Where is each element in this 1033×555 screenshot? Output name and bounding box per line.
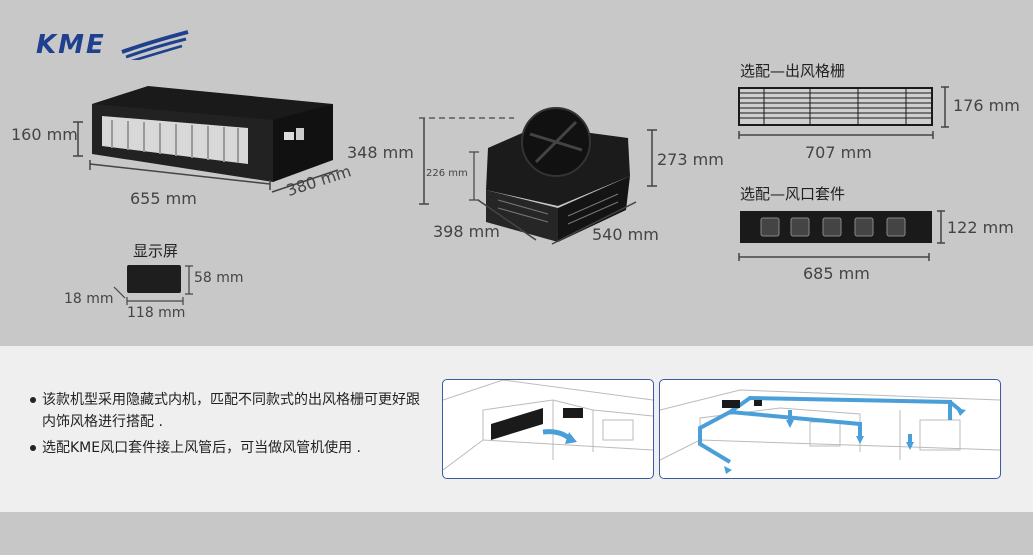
note-item: 该款机型采用隐藏式内机，匹配不同款式的出风格栅可更好跟内饰风格进行搭配 . (30, 389, 428, 433)
indoor-length-line (89, 160, 271, 190)
grille-width-dim: 707 mm (805, 143, 872, 162)
footer-band (0, 512, 1033, 555)
outdoor-inner-height-line (469, 151, 479, 201)
outdoor-height-dim: 348 mm (347, 143, 414, 162)
display-screen-image (127, 265, 181, 293)
bullet-dot (30, 445, 36, 451)
indoor-length-dim: 655 mm (130, 189, 197, 208)
outdoor-height-line (419, 117, 514, 205)
vent-kit-height-dim: 122 mm (947, 218, 1014, 237)
vent-kit-width-dim: 685 mm (803, 264, 870, 283)
bullet-dot (30, 397, 36, 403)
kme-logo: KME (36, 30, 189, 60)
grille-width-line (738, 131, 934, 139)
vent-kit-image (740, 211, 932, 243)
indoor-unit-image (92, 86, 333, 182)
logo-text: KME (36, 30, 106, 60)
install-illustration-cabin (442, 379, 654, 479)
display-width-dim: 118 mm (127, 305, 186, 321)
cabin-interior-drawing (443, 380, 653, 471)
indoor-depth-line (271, 169, 339, 193)
outdoor-unit-image (486, 107, 630, 242)
vent-kit-width-line (738, 253, 930, 261)
note-item: 选配KME风口套件接上风管后，可当做风管机使用 . (30, 437, 428, 459)
notes-list: 该款机型采用隐藏式内机，匹配不同款式的出风格栅可更好跟内饰风格进行搭配 . 选配… (30, 389, 428, 459)
outdoor-length-dim: 540 mm (592, 225, 659, 244)
display-height-dim: 58 mm (194, 270, 244, 286)
vent-kit-title: 选配—风口套件 (740, 185, 846, 203)
display-title: 显示屏 (133, 242, 179, 260)
outdoor-inner-height-dim: 226 mm (426, 168, 468, 179)
display-height-line (185, 265, 193, 295)
install-illustration-duct (659, 379, 1001, 479)
indoor-height-line (73, 121, 83, 157)
display-depth-dim: 18 mm (64, 291, 114, 307)
outdoor-side-height-dim: 273 mm (657, 150, 724, 169)
logo-wave-icon (121, 30, 189, 60)
vent-kit-height-line (937, 210, 945, 244)
display-width-line (126, 297, 184, 305)
grille-height-line (941, 86, 949, 128)
outdoor-length-line (551, 201, 637, 245)
note-text: 该款机型采用隐藏式内机，匹配不同款式的出风格栅可更好跟内饰风格进行搭配 . (42, 392, 420, 430)
note-text: 选配KME风口套件接上风管后，可当做风管机使用 . (42, 440, 362, 456)
outdoor-side-height-line (647, 129, 657, 187)
display-depth-line (113, 286, 126, 299)
grille-title: 选配—出风格栅 (740, 62, 846, 80)
outdoor-width-line (477, 199, 537, 241)
grille-image (738, 87, 933, 126)
outdoor-width-dim: 398 mm (433, 222, 500, 241)
grille-height-dim: 176 mm (953, 96, 1020, 115)
indoor-height-dim: 160 mm (11, 125, 78, 144)
duct-layout-drawing (660, 389, 1000, 474)
